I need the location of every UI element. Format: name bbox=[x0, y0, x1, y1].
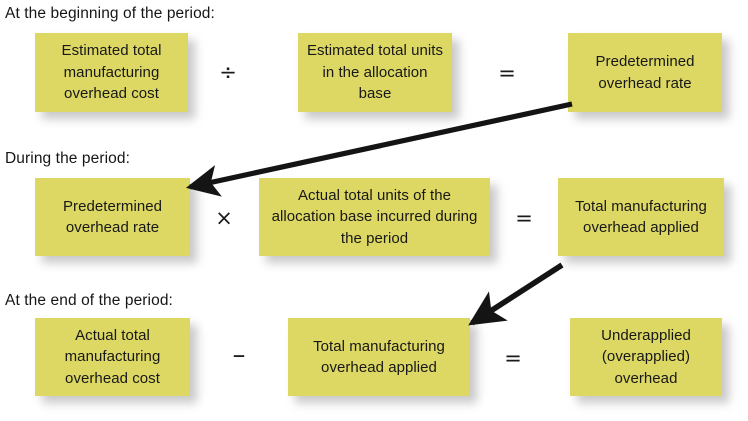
equals-operator-row2: = bbox=[515, 206, 533, 230]
box-total-manufacturing-overhead-applied-row3[interactable]: Total manufacturing overhead applied bbox=[288, 318, 470, 396]
divide-operator-row1: ÷ bbox=[219, 60, 237, 84]
box-label: Estimated total units in the allocation … bbox=[306, 42, 444, 103]
box-label: Total manufacturing overhead applied bbox=[575, 197, 707, 237]
box-estimated-total-manufacturing-overhead-cost[interactable]: Estimated total manufacturing overhead c… bbox=[35, 33, 188, 112]
box-label: Underapplied (overapplied) overhead bbox=[601, 326, 691, 387]
box-label: Actual total manufacturing overhead cost bbox=[64, 326, 161, 387]
section-label-end-of-period: At the end of the period: bbox=[5, 292, 173, 309]
box-predetermined-overhead-rate-row1[interactable]: Predetermined overhead rate bbox=[568, 33, 722, 112]
box-total-manufacturing-overhead-applied-row2[interactable]: Total manufacturing overhead applied bbox=[558, 178, 724, 256]
box-estimated-total-units-in-the-allocation-base[interactable]: Estimated total units in the allocation … bbox=[298, 33, 452, 112]
multiply-operator-row2: × bbox=[215, 206, 233, 230]
equals-operator-row3: = bbox=[504, 346, 522, 370]
box-actual-total-units-of-the-allocation-base-incurred[interactable]: Actual total units of the allocation bas… bbox=[259, 178, 490, 256]
box-underapplied-overapplied-overhead[interactable]: Underapplied (overapplied) overhead bbox=[570, 318, 722, 396]
equals-operator-row1: = bbox=[498, 61, 516, 85]
minus-operator-row3: – bbox=[232, 340, 246, 370]
box-label: Predetermined overhead rate bbox=[595, 53, 695, 92]
section-label-during-the-period: During the period: bbox=[5, 150, 131, 167]
box-label: Estimated total manufacturing overhead c… bbox=[61, 42, 162, 103]
box-predetermined-overhead-rate-row2[interactable]: Predetermined overhead rate bbox=[35, 178, 190, 256]
box-label: Total manufacturing overhead applied bbox=[313, 337, 445, 377]
box-label: Predetermined overhead rate bbox=[62, 197, 163, 237]
arrow-rate-to-during-period bbox=[185, 101, 573, 197]
section-label-beginning-of-period: At the beginning of the period: bbox=[5, 5, 215, 22]
box-label: Actual total units of the allocation bas… bbox=[271, 186, 478, 247]
box-actual-total-manufacturing-overhead-cost[interactable]: Actual total manufacturing overhead cost bbox=[35, 318, 190, 396]
arrow-applied-to-end-of-period bbox=[468, 262, 564, 326]
